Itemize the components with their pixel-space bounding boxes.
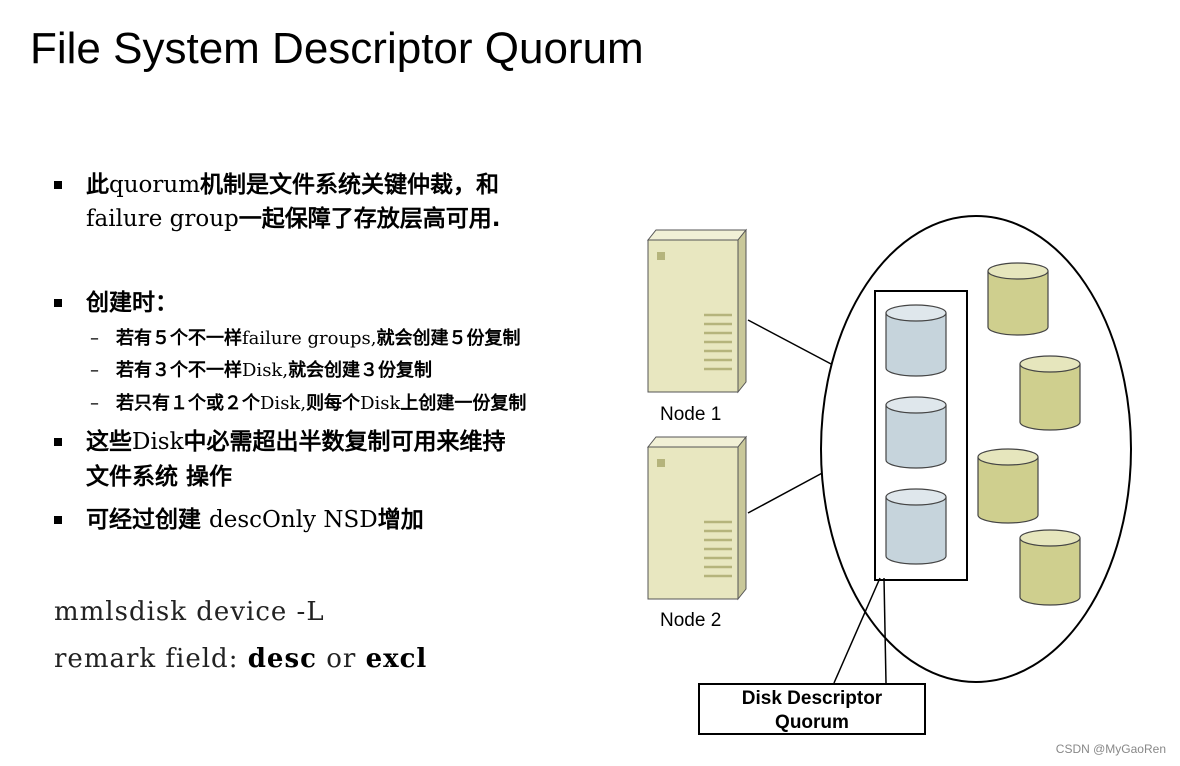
quorum-label-line-2: Quorum [775, 712, 849, 733]
pointer-line [833, 577, 881, 684]
server-node-1-icon [646, 228, 748, 394]
command-line-2: remark field: desc or excl [54, 644, 428, 674]
bullet-marker [54, 516, 62, 524]
node-2-label: Node 2 [660, 610, 722, 631]
command-line-1: mmlsdisk device -L [54, 597, 325, 627]
quorum-label-box: Disk Descriptor Quorum [698, 683, 926, 735]
connector-node1 [747, 319, 834, 366]
bullet-marker [54, 299, 62, 307]
sub-bullet-2: –若有３个不一样Disk,就会创建３份复制 [90, 360, 433, 381]
quorum-disk-icon [885, 488, 947, 565]
sub-bullet-3: –若只有１个或２个Disk,则每个Disk上创建一份复制 [90, 393, 527, 414]
pointer-line [883, 577, 887, 684]
bullet-2: 创建时： [86, 290, 178, 316]
slide-title: File System Descriptor Quorum [30, 24, 644, 73]
sub-bullet-1: –若有５个不一样failure groups,就会创建５份复制 [90, 328, 521, 349]
bullet-marker [54, 181, 62, 189]
bullet-marker [54, 438, 62, 446]
quorum-label-line-1: Disk Descriptor [741, 688, 883, 709]
disk-icon [987, 262, 1049, 336]
watermark: CSDN @MyGaoRen [1055, 742, 1166, 756]
server-node-2-icon [646, 435, 748, 601]
disk-icon [1019, 355, 1081, 431]
quorum-disk-icon [885, 396, 947, 469]
bullet-4: 可经过创建 descOnly NSD增加 [86, 507, 424, 533]
bullet-3-line-2: 文件系统 操作 [86, 464, 233, 490]
cluster-ellipse [820, 215, 1132, 683]
bullet-1-line-1: 此quorum机制是文件系统关键仲裁，和 [86, 172, 500, 198]
quorum-disk-group [874, 290, 968, 581]
connector-node2 [747, 470, 827, 514]
bullet-3-line-1: 这些Disk中必需超出半数复制可用来维持 [86, 429, 506, 455]
bullet-1-line-2: failure group一起保障了存放层高可用. [86, 206, 501, 232]
node-1-label: Node 1 [660, 404, 722, 425]
disk-icon [1019, 529, 1081, 606]
quorum-disk-icon [885, 304, 947, 377]
disk-icon [977, 448, 1039, 524]
